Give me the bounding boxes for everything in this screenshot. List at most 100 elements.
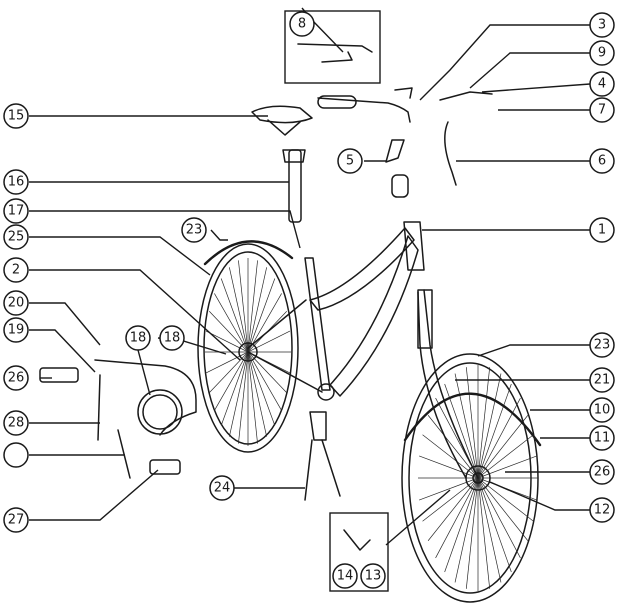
spoke [419, 455, 479, 479]
kickstand-mount [309, 411, 327, 441]
seat-clamp [282, 149, 306, 163]
svg-text:11: 11 [594, 431, 611, 446]
svg-text:13: 13 [365, 569, 382, 584]
svg-text:2: 2 [12, 263, 20, 278]
svg-text:26: 26 [8, 371, 25, 386]
head-tube [403, 221, 425, 271]
front-fork-left [417, 291, 467, 479]
spoke [477, 477, 512, 573]
callout-7: 7 [589, 97, 615, 123]
svg-text:17: 17 [8, 204, 25, 219]
spoke [247, 267, 267, 353]
callout-5: 5 [337, 148, 363, 174]
svg-text:1: 1 [598, 223, 606, 238]
bottom-bracket [317, 383, 335, 401]
callout-2: 2 [3, 257, 29, 283]
leader-2 [29, 269, 241, 361]
spoke [477, 477, 521, 559]
leader-4 [481, 83, 591, 93]
leader-20 [29, 302, 101, 346]
leader-23a [210, 229, 228, 241]
grip-detail [391, 174, 409, 198]
callout-28 [3, 442, 29, 468]
spoke [247, 278, 276, 353]
spoke [419, 477, 479, 501]
callout-17: 17 [3, 198, 29, 224]
svg-text:16: 16 [8, 175, 25, 190]
callout-23-right: 23 [589, 332, 615, 358]
spoke [238, 260, 249, 353]
spoke [220, 351, 249, 426]
down-tube [329, 235, 419, 397]
callout-26-top: 26 [3, 365, 29, 391]
svg-text:28: 28 [8, 416, 25, 431]
spoke [247, 351, 258, 444]
callout-27: 28 [3, 410, 29, 436]
svg-text:5: 5 [346, 154, 354, 169]
leader-17 [29, 210, 301, 249]
spoke [477, 383, 512, 479]
spoke [444, 383, 479, 479]
callout-18-left: 18 [125, 325, 151, 351]
spoke [465, 477, 479, 589]
spoke [454, 477, 479, 583]
grip-shifter [385, 139, 405, 163]
svg-text:26: 26 [594, 465, 611, 480]
chain-stay [247, 351, 323, 393]
svg-text:14: 14 [337, 569, 354, 584]
spoke [477, 477, 491, 589]
svg-text:19: 19 [8, 323, 25, 338]
spoke [247, 260, 258, 353]
pedal-left [39, 367, 79, 383]
spoke [435, 477, 479, 559]
fork-steerer [417, 289, 433, 349]
callout-21: 21 [589, 367, 615, 393]
spoke [229, 351, 249, 437]
callout-3: 3 [589, 12, 615, 38]
spoke [477, 455, 537, 479]
leader-12 [489, 481, 590, 511]
spoke [465, 367, 479, 479]
chainring-inner [142, 394, 178, 430]
callout-6: 6 [589, 148, 615, 174]
inset-brake-lever [284, 10, 381, 84]
spoke [205, 330, 249, 353]
svg-text:8: 8 [298, 17, 306, 32]
rear-tire-outer [197, 243, 299, 453]
left-grip [317, 95, 357, 109]
saddle [251, 105, 313, 124]
callout-25: 26 [589, 459, 615, 485]
svg-text:21: 21 [594, 373, 611, 388]
svg-text:7: 7 [598, 103, 606, 118]
svg-text:3: 3 [598, 18, 606, 33]
callout-4: 4 [589, 71, 615, 97]
spoke [214, 351, 249, 411]
spoke [477, 373, 502, 479]
svg-text:9: 9 [598, 46, 606, 61]
seat-post [288, 149, 302, 223]
spoke [477, 477, 502, 583]
callout-10: 10 [589, 397, 615, 423]
spoke [477, 397, 521, 479]
spoke [205, 351, 249, 374]
svg-text:12: 12 [594, 503, 611, 518]
spoke [214, 293, 249, 353]
callout-18-right: 18 [159, 325, 185, 351]
chain [97, 374, 101, 441]
callout-14: 14 [332, 563, 358, 589]
callout-19: 19 [3, 317, 29, 343]
callout-23-left: 23 [181, 217, 207, 243]
spoke [247, 330, 291, 353]
svg-text:20: 20 [8, 296, 25, 311]
brake-lever-right [439, 91, 493, 101]
callout-16: 16 [3, 169, 29, 195]
leader-18a [137, 349, 151, 396]
handlebar [317, 97, 411, 123]
rear-hub [238, 342, 258, 362]
inset-handlebar [297, 43, 373, 53]
top-tube [309, 227, 415, 311]
kickstand-leg [304, 439, 313, 501]
spoke [427, 477, 479, 541]
callout-22: 25 [3, 224, 29, 250]
callout-11: 11 [589, 425, 615, 451]
